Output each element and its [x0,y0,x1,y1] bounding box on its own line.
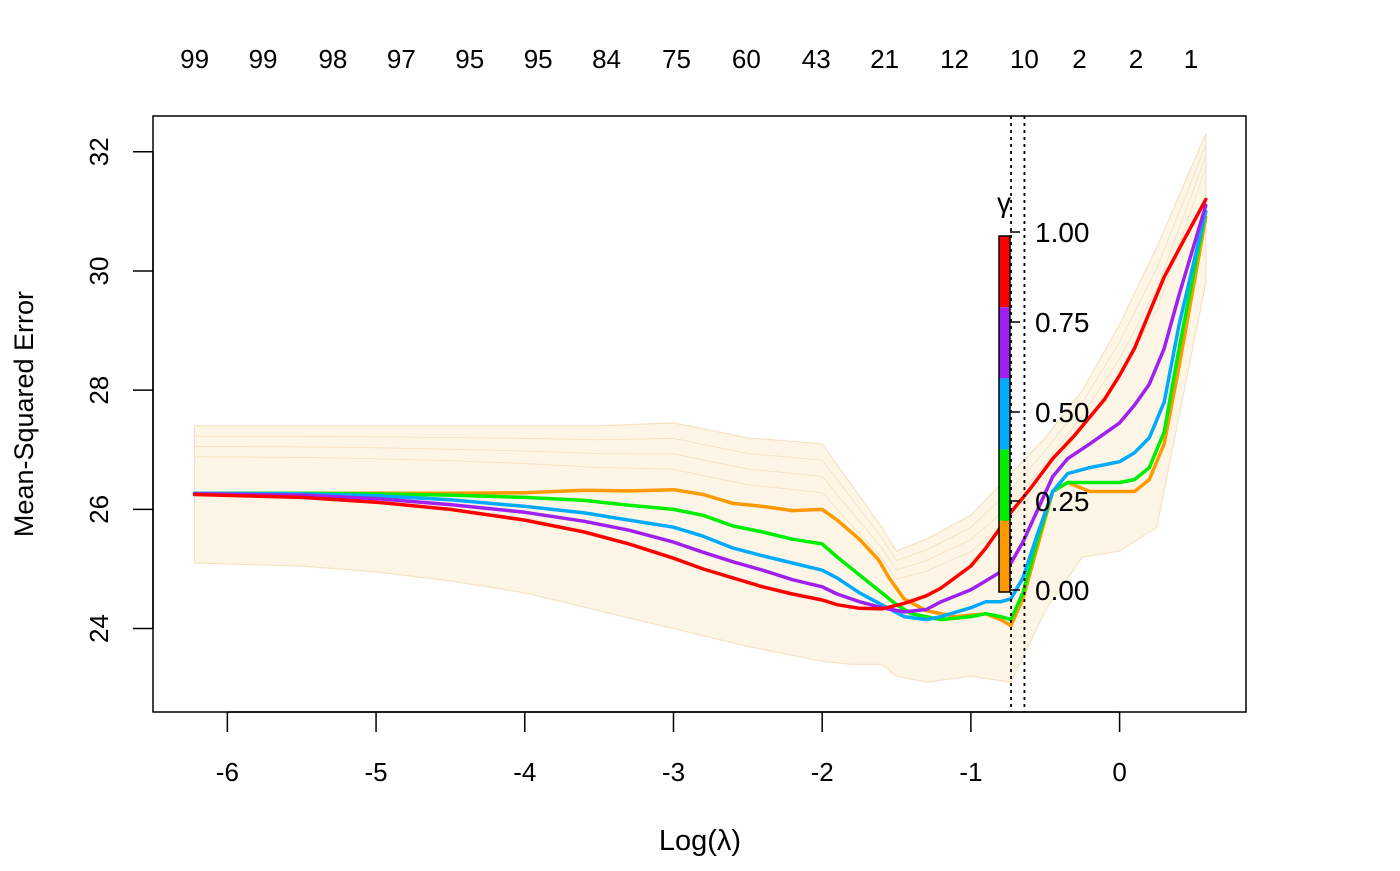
series-line-gamma-1.00 [192,197,1208,611]
legend-label: 0.00 [1035,575,1090,606]
y-tick-label: 28 [84,376,114,405]
x-tick-label: 0 [1112,757,1126,787]
band-inner-line-2 [194,156,1207,571]
legend-swatch-gamma-0.25 [999,449,1010,521]
top-axis-label: 2 [1129,44,1143,74]
legend-bar-frame [998,235,1011,593]
top-axis-label: 10 [1010,44,1039,74]
series-layer [192,197,1208,628]
y-axis-label: Mean-Squared Error [9,291,39,537]
legend-swatch-gamma-0.50 [999,378,1010,450]
legend-swatch-gamma-0.75 [999,307,1010,379]
y-axis: 24 26 28 30 32 [84,137,154,643]
series-line-gamma-0.75 [192,203,1208,614]
series-line-gamma-0.25 [192,209,1208,622]
top-axis-label: 2 [1072,44,1086,74]
series-line-gamma-0.50 [192,209,1208,622]
legend-swatch-gamma-0.00 [999,520,1010,592]
series-line-gamma-0.00 [192,215,1208,628]
x-tick-label: -6 [216,757,239,787]
legend-title: γ [997,187,1011,218]
top-axis-label: 43 [802,44,831,74]
top-axis-label: 99 [180,44,209,74]
top-axis-label: 99 [249,44,278,74]
y-tick-label: 32 [84,137,114,166]
legend-label: 0.75 [1035,307,1090,338]
top-axis-label: 75 [662,44,691,74]
x-tick-label: -2 [811,757,834,787]
gamma-legend: 1.00 0.75 0.50 0.25 0.00 γ [997,187,1090,606]
confidence-band [194,133,1207,683]
y-tick-label: 26 [84,495,114,524]
top-axis-label: 95 [455,44,484,74]
legend-swatch-gamma-1.00 [999,236,1010,308]
x-tick-label: -5 [364,757,387,787]
reference-lines-layer [1010,116,1026,712]
x-axis: -6 -5 -4 -3 -2 -1 0 [216,711,1127,787]
legend-label: 0.50 [1035,397,1090,428]
y-tick-label: 24 [84,614,114,643]
top-axis-label: 12 [940,44,969,74]
top-axis-label: 95 [524,44,553,74]
x-tick-label: -3 [662,757,685,787]
top-axis-label: 84 [592,44,621,74]
x-tick-label: -1 [959,757,982,787]
legend-label: 0.25 [1035,486,1090,517]
y-tick-label: 30 [84,257,114,286]
top-axis-label: 98 [318,44,347,74]
top-axis-label: 1 [1184,44,1198,74]
legend-label: 1.00 [1035,217,1090,248]
x-tick-label: -4 [513,757,536,787]
x-axis-label: Log(λ) [659,825,741,857]
top-axis-label: 60 [732,44,761,74]
top-axis-label: 97 [387,44,416,74]
band-inner-line-1 [194,144,1207,562]
top-axis-label: 21 [870,44,899,74]
